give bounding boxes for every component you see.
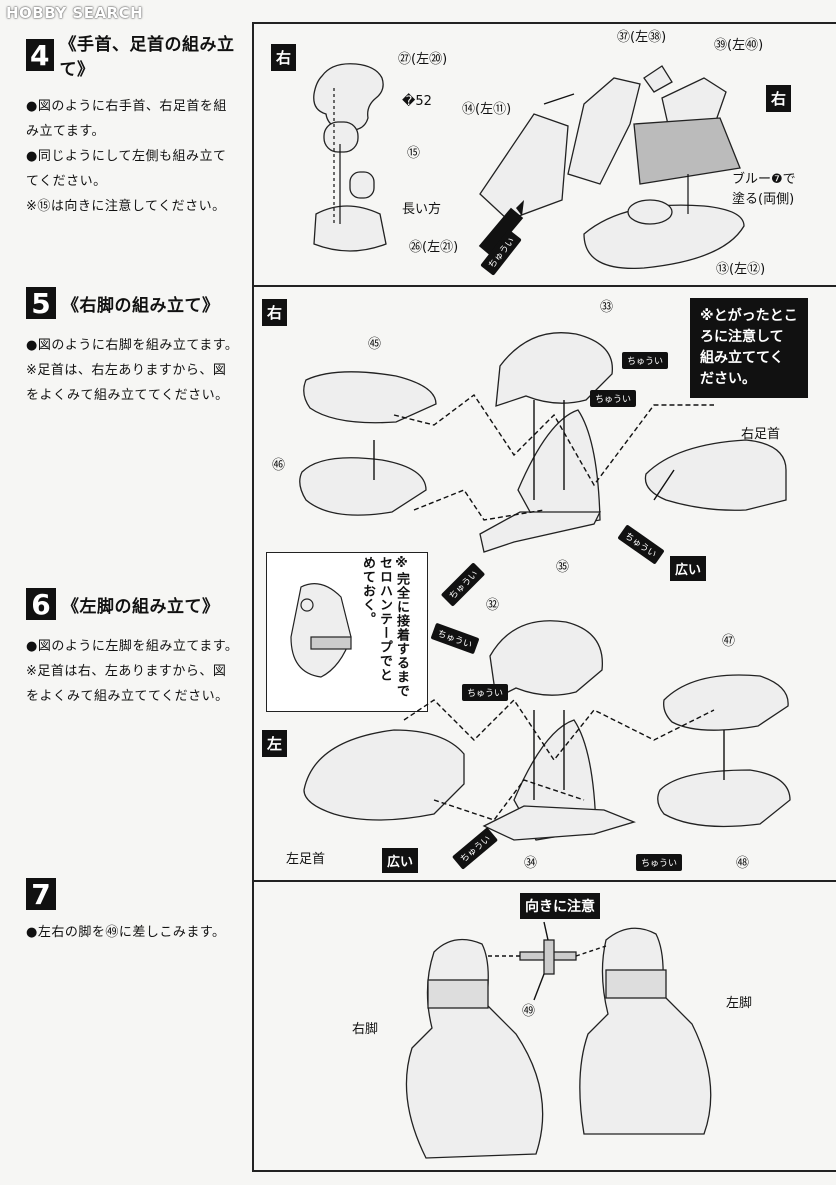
panel-divider-4-5 [252, 285, 836, 287]
part-number: ㊲(左㊳) [617, 30, 667, 45]
part-number: ㉝ [600, 300, 614, 315]
step-5-diagram [299, 332, 787, 553]
step-number: 5 [26, 287, 56, 320]
step-number: 4 [26, 39, 54, 72]
part-number: ㊻ [272, 458, 286, 473]
wide-label: 広い [382, 848, 419, 873]
part-number: ㉗(左⑳) [398, 52, 448, 67]
caution-tag: ちゅうい [636, 854, 683, 871]
part-number: ㉟ [556, 560, 570, 575]
part-number: �52 [402, 94, 432, 109]
step-title: 《左脚の組み立て》 [62, 596, 220, 617]
step-4: 4 《手首、足首の組み立て》 ●図のように右手首、右足首を組 み立てます。 ●同… [26, 30, 252, 219]
step-5: 5 《右脚の組み立て》 ●図のように右脚を組み立てます。 ※足首は、右左あります… [26, 287, 252, 408]
step-6: 6 《左脚の組み立て》 ●図のように左脚を組み立てます。 ※足首は右、左あります… [26, 588, 252, 709]
part-number: ㊺ [368, 337, 382, 352]
inset-drawing [290, 583, 352, 678]
orientation-note: 向きに注意 [520, 893, 600, 919]
side-label-left: 左 [262, 730, 288, 757]
step-4-diagram [313, 63, 745, 270]
caption: 長い方 [402, 202, 442, 217]
part-number: ⑮ [407, 146, 421, 161]
part-number: ㊴(左㊵) [714, 38, 764, 53]
part-number: ㊼ [722, 634, 736, 649]
side-label-right: 右 [766, 85, 792, 112]
step-instructions: ●図のように左脚を組み立てます。 ※足首は右、左ありますから、図 をよくみて組み… [26, 639, 239, 704]
step-number: 7 [26, 878, 56, 911]
caution-tag: ちゅうい [462, 684, 509, 701]
foot-label: 右足首 [741, 427, 781, 442]
step-title: 《右脚の組み立て》 [62, 295, 220, 316]
side-label-right: 右 [271, 44, 297, 71]
caution-tag: ちゅうい [590, 390, 637, 407]
caution-tag: ちゅうい [622, 352, 669, 369]
inset-detail [266, 552, 428, 712]
step-7-diagram [405, 921, 712, 1159]
step-7: 7 ●左右の脚を㊾に差しこみます。 [26, 878, 252, 945]
part-number: ⑬(左⑫) [716, 262, 766, 277]
step-instructions: ●図のように右手首、右足首を組 み立てます。 ●同じようにして左側も組み立て て… [26, 99, 227, 214]
foot-label: 左足首 [286, 852, 326, 867]
step-instructions: ●図のように右脚を組み立てます。 ※足首は、右左ありますから、図 をよくみて組み… [26, 338, 239, 403]
left-leg-label: 左脚 [726, 996, 753, 1011]
inset-note: セロハンテープでと [377, 556, 392, 682]
panel-border-bottom [252, 1170, 836, 1172]
paint-note: 塗る(両側) [732, 192, 795, 207]
panel-border-top [252, 22, 836, 24]
panel-divider-6-7 [252, 880, 836, 882]
side-label-right: 右 [262, 299, 288, 326]
part-number: ㉖(左㉑) [409, 240, 459, 255]
step-number: 6 [26, 588, 56, 621]
inset-note: めておく。 [360, 556, 375, 626]
paint-note: ブルー❼で [732, 172, 796, 187]
step-6-diagram [303, 620, 791, 841]
part-number: ㊽ [736, 856, 750, 871]
part-number: ⑭(左⑪) [462, 102, 512, 117]
right-leg-label: 右脚 [352, 1022, 379, 1037]
step-instructions: ●左右の脚を㊾に差しこみます。 [26, 925, 226, 940]
wide-label: 広い [670, 556, 707, 581]
caution-note: ※とがったとこ ろに注意して 組み立ててく ださい。 [690, 298, 808, 398]
watermark: HOBBY SEARCH [6, 4, 144, 22]
step-title: 《手首、足首の組み立て》 [59, 35, 235, 80]
part-number: ㊾ [522, 1004, 536, 1019]
part-number: ㉜ [486, 598, 500, 613]
column-divider [252, 22, 254, 1172]
part-number: ㉞ [524, 856, 538, 871]
inset-note: ※完全に接着するまで [394, 556, 409, 698]
